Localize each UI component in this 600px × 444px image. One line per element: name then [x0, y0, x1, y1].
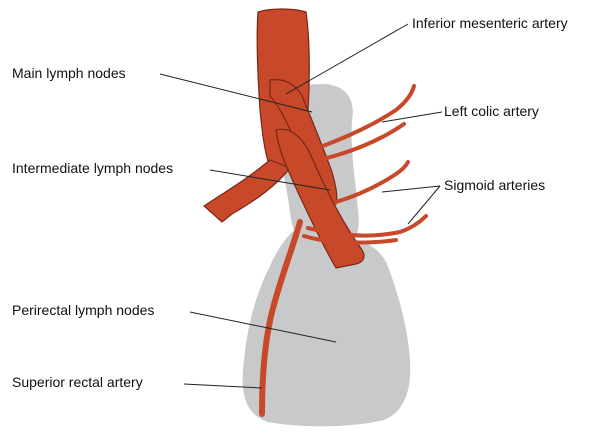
label-inferior-mesenteric-artery: Inferior mesenteric artery — [412, 15, 568, 31]
label-sigmoid-arteries: Sigmoid arteries — [444, 177, 545, 193]
label-superior-rectal-artery: Superior rectal artery — [12, 374, 143, 390]
label-main-lymph-nodes: Main lymph nodes — [12, 65, 126, 81]
iliac-branch — [204, 160, 290, 222]
leader-sigmoid-1 — [382, 186, 440, 192]
label-perirectal-lymph-nodes: Perirectal lymph nodes — [12, 302, 154, 318]
label-intermediate-lymph-nodes: Intermediate lymph nodes — [12, 160, 173, 176]
label-left-colic-artery: Left colic artery — [444, 103, 539, 119]
